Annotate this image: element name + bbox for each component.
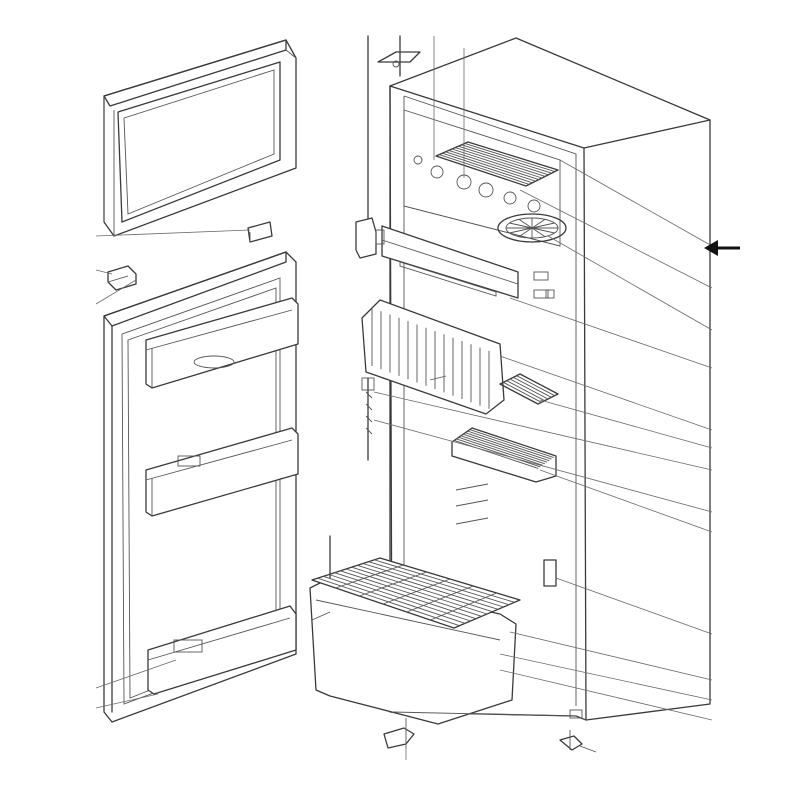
shelf-clips — [533, 271, 555, 299]
evaporator-fins — [361, 299, 505, 415]
door-shelf-top — [145, 297, 299, 389]
hanger-rod — [361, 377, 375, 461]
left-hinge — [107, 265, 137, 291]
left-arrow-icon — [704, 240, 740, 256]
leader-lines — [95, 36, 713, 760]
crisper-cover-grille — [311, 535, 521, 629]
drip-rack — [499, 373, 559, 405]
door-shelf-bottom — [147, 605, 297, 695]
bottom-hinge-left — [383, 718, 415, 749]
fan-icon — [497, 213, 567, 243]
refrigerator-cabinet — [389, 37, 711, 721]
thermostat-knob-icon — [413, 155, 423, 165]
freezer-compartment — [403, 109, 561, 247]
middle-hinge-bracket — [247, 221, 273, 243]
bottom-hinge-right — [559, 730, 597, 753]
side-hinge — [355, 35, 385, 259]
door-shelf-middle — [145, 427, 299, 517]
vent-slots — [429, 375, 489, 525]
freezer-door — [103, 39, 297, 237]
drain-plug — [543, 559, 557, 587]
freezer-grille-rack — [435, 141, 559, 187]
top-hinge-pin — [377, 35, 421, 77]
divider-plate — [381, 225, 519, 299]
cabinet-base — [391, 709, 587, 721]
